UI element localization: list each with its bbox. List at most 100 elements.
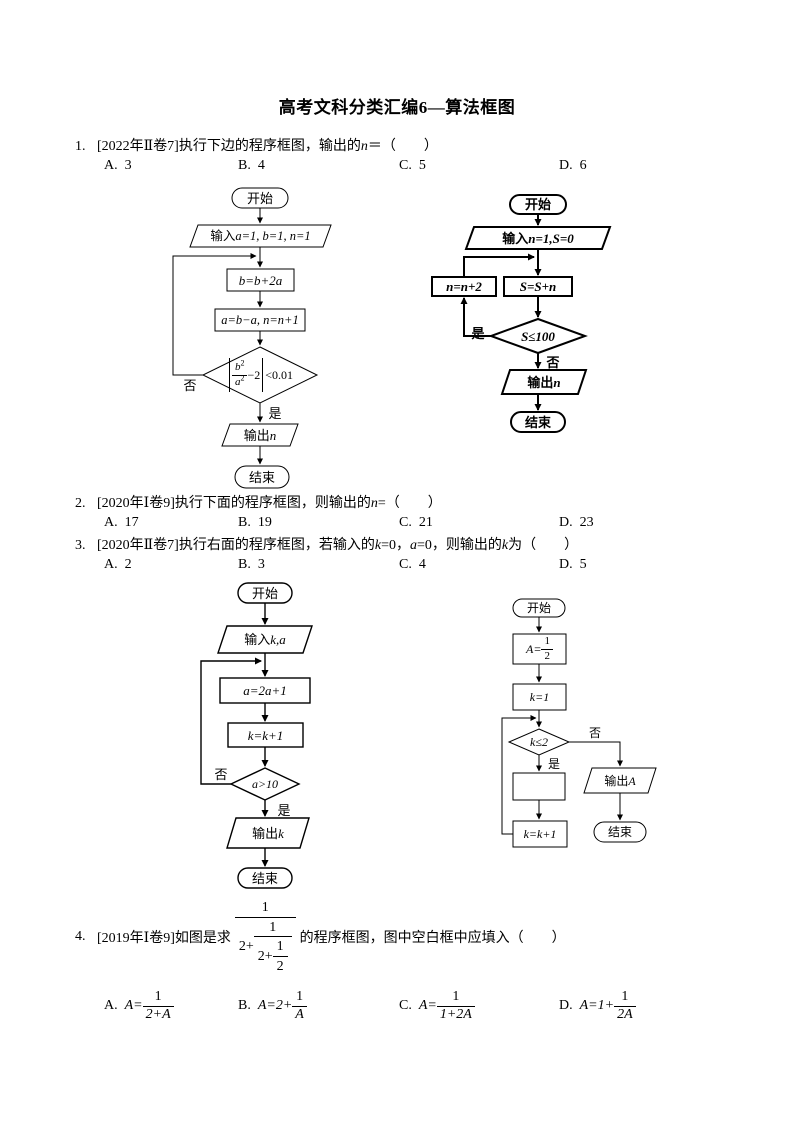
question-3-text: [2020年Ⅱ卷7]执行右面的程序框图，若输入的 <box>97 538 375 553</box>
fc3-end-node: 结束 <box>251 870 278 886</box>
fc3-cond-node: a>10 <box>251 777 279 791</box>
fc1-box1-node: b=b+2a <box>238 272 283 288</box>
fc2-cond-node: S≤100 <box>521 328 555 344</box>
option-d: D.23 <box>559 515 594 530</box>
question-2-tail: =（ ） <box>377 496 442 511</box>
fc2-end-node: 结束 <box>524 414 551 430</box>
option-c: C.5 <box>399 158 426 173</box>
fc1-cond-node: b2 a2 −2 <0.01 <box>205 351 315 399</box>
fc3-no-label: 否 <box>214 766 228 782</box>
fc4-no-label: 否 <box>588 726 601 740</box>
fc4-end-shape <box>593 821 647 843</box>
fc4-blank-node <box>513 773 565 800</box>
question-2-var: n <box>370 496 378 511</box>
fc1-start-node: 开始 <box>246 190 273 206</box>
fc3-yes-label: 是 <box>277 802 291 818</box>
fc2-end-shape <box>510 411 566 433</box>
question-1-var: n <box>360 139 368 154</box>
fc4-start-node: 开始 <box>526 601 551 615</box>
fc4-box1-node: A= 1 2 <box>513 634 566 664</box>
question-1-tail: ＝（ ） <box>367 139 438 154</box>
fc4-box1-shape <box>512 633 567 665</box>
abs-bar <box>262 358 264 392</box>
fc2-no-label: 否 <box>546 354 560 370</box>
question-3-number: 3. <box>75 538 86 553</box>
option-a: A.3 <box>104 158 132 173</box>
flowchart-3-shapes <box>200 582 313 889</box>
fc4-end-node: 结束 <box>607 825 632 839</box>
option-c: C.21 <box>399 515 433 530</box>
fc4-box2-node: k=1 <box>529 690 550 704</box>
fc1-end-node: 结束 <box>248 469 275 485</box>
question-4-number: 4. <box>75 929 86 944</box>
question-2-text: [2020年Ⅰ卷9]执行下面的程序框图，则输出的 <box>97 496 371 511</box>
fc1-input-shape <box>189 224 332 248</box>
option-b: B.3 <box>238 557 265 572</box>
question-1-options: A.3 B.4 C.5 D.6 <box>0 158 794 178</box>
fc2-start-node: 开始 <box>524 197 551 212</box>
fc4-box2-shape <box>512 683 567 711</box>
page-title: 高考文科分类汇编6—算法框图 <box>278 98 516 117</box>
question-4: 4. [2019年Ⅰ卷9]如图是求 1 2+ 1 2+ 1 2 的程序框图， <box>75 893 566 981</box>
flowchart-1-shapes <box>172 187 332 489</box>
option-a: A.2 <box>104 557 132 572</box>
flowchart-2-shapes <box>431 194 612 433</box>
fc4-box4-node: k=k+1 <box>523 827 557 841</box>
fc1-end-shape <box>234 465 290 489</box>
option-b: B.19 <box>238 515 272 530</box>
flowchart-4-shapes <box>501 598 657 848</box>
question-2-options: A.17 B.19 C.21 D.23 <box>0 515 794 535</box>
fc2-yes-label: 是 <box>471 325 485 341</box>
question-4-tail: 的程序框图，图中空白框中应填入（ ） <box>299 931 566 946</box>
fc4-cond-node: k≤2 <box>530 735 548 749</box>
fc2-output-shape <box>500 369 588 395</box>
fc1-cond-fraction: b2 a2 <box>231 359 248 388</box>
fc1-output-shape <box>221 423 299 447</box>
question-4-text: [2019年Ⅰ卷9]如图是求 <box>97 931 231 946</box>
question-3-options: A.2 B.3 C.4 D.5 <box>0 557 794 577</box>
fc4-box1-fraction: 1 2 <box>541 635 553 662</box>
option-a: A.17 <box>104 515 139 530</box>
abs-bar <box>228 358 230 392</box>
fc3-start-node: 开始 <box>251 585 278 601</box>
fc3-end-shape <box>237 867 293 889</box>
question-2-number: 2. <box>75 496 86 511</box>
question-1-text: [2022年Ⅱ卷7]执行下边的程序框图，输出的 <box>97 139 361 154</box>
fc3-box1-node: a=2a+1 <box>243 683 287 698</box>
fc1-box2-node: a=b−a, n=n+1 <box>221 312 299 327</box>
fc4-output-shape <box>583 767 657 794</box>
option-b: B.4 <box>238 158 265 173</box>
fc3-output-shape <box>226 817 310 849</box>
fc1-no-label: 否 <box>183 377 197 393</box>
option-d: D.5 <box>559 557 587 572</box>
fc2-input-shape <box>464 226 612 250</box>
option-c: C.4 <box>399 557 426 572</box>
option-d: D.6 <box>559 158 587 173</box>
fc2-right-box-node: S=S+n <box>519 279 557 294</box>
fc3-box2-node: k=k+1 <box>247 727 284 743</box>
fc1-yes-label: 是 <box>268 405 282 421</box>
fc3-input-shape <box>217 625 313 654</box>
fc4-yes-label: 是 <box>547 757 560 771</box>
fc2-left-box-node: n=n+2 <box>446 279 482 294</box>
question-1-number: 1. <box>75 139 86 154</box>
